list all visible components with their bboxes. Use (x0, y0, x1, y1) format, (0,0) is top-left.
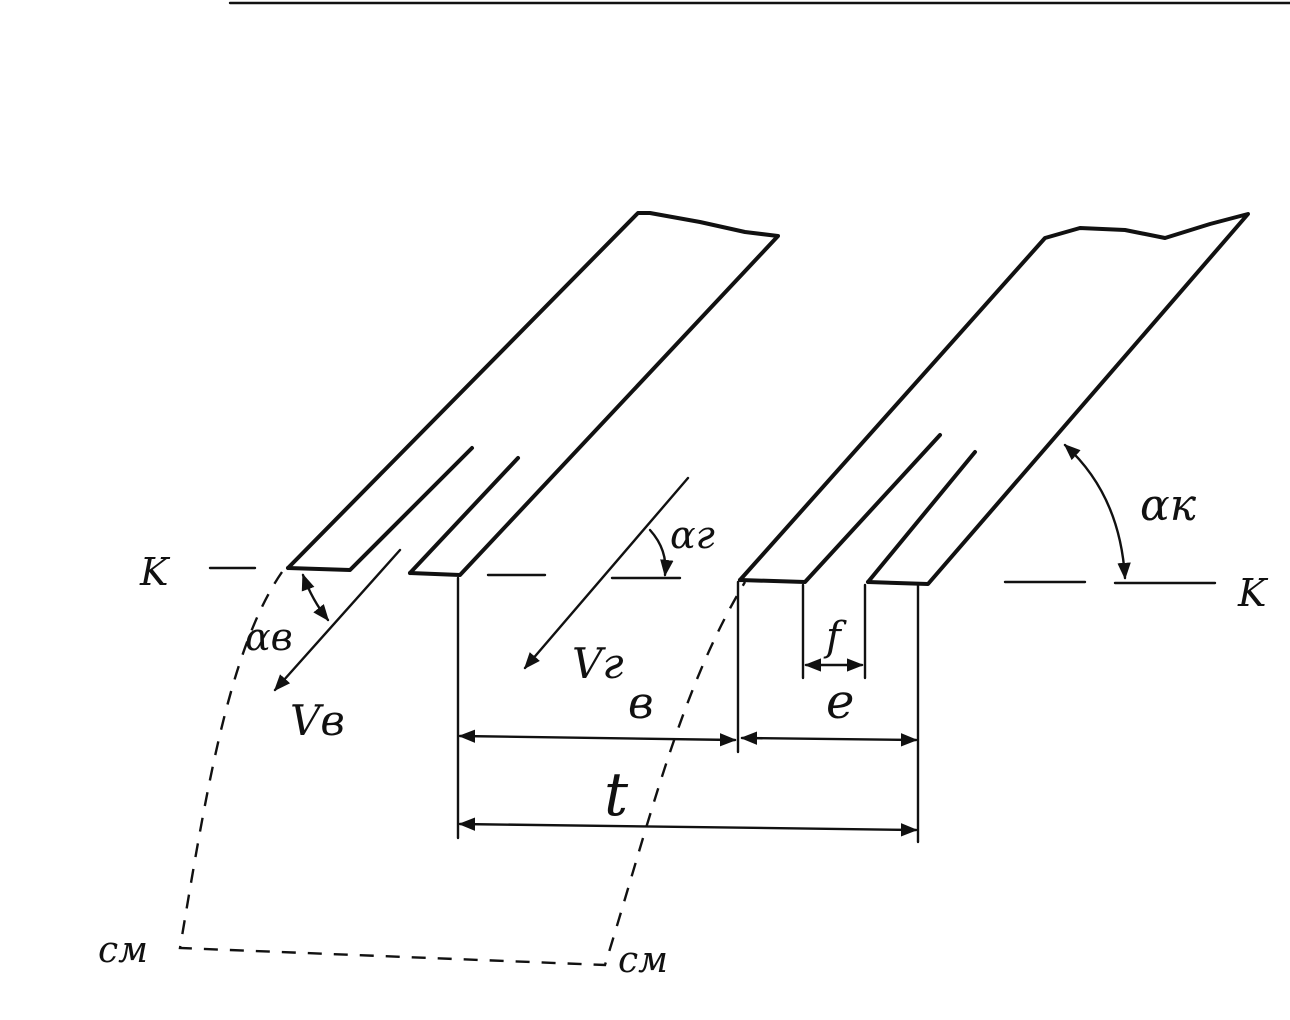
dimension-t (458, 817, 918, 837)
label-sm-left: см (98, 930, 148, 971)
dimension-e (740, 731, 918, 747)
label-k-left: K (139, 550, 171, 594)
angle-alpha-b-arc (301, 573, 330, 622)
label-alpha-g: αг (670, 513, 715, 557)
label-k-right: K (1237, 571, 1269, 615)
label-f: f (823, 614, 847, 660)
label-alpha-b: αв (245, 615, 293, 659)
angle-alpha-k-arc (1063, 443, 1131, 580)
flow-path-cm (178, 571, 747, 967)
label-v-b: Vв (290, 696, 345, 745)
label-b: в (628, 678, 654, 729)
label-t: t (604, 760, 629, 830)
right-blade (738, 212, 1250, 586)
velocity-vg-arrow (523, 476, 690, 670)
extension-lines (456, 576, 920, 844)
label-sm-right: см (618, 940, 668, 981)
angle-alpha-g-arc (648, 528, 674, 577)
label-alpha-k: αк (1140, 480, 1197, 531)
k-k-reference-line (208, 566, 1217, 585)
velocity-vb-arrow (273, 548, 402, 692)
label-v-g: Vг (572, 639, 624, 688)
label-e: e (826, 674, 854, 730)
left-blade (286, 211, 780, 577)
dimension-b (458, 729, 737, 747)
